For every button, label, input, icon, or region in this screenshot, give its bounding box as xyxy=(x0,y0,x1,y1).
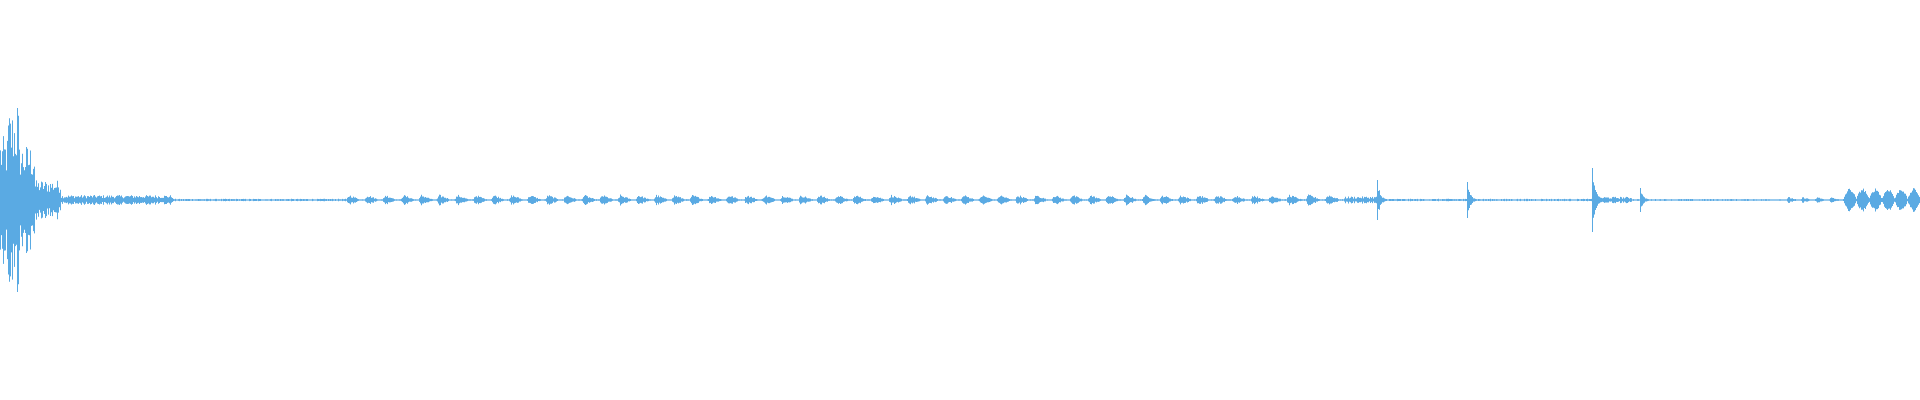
waveform-peaks xyxy=(0,108,1920,292)
waveform-path xyxy=(0,108,1920,292)
